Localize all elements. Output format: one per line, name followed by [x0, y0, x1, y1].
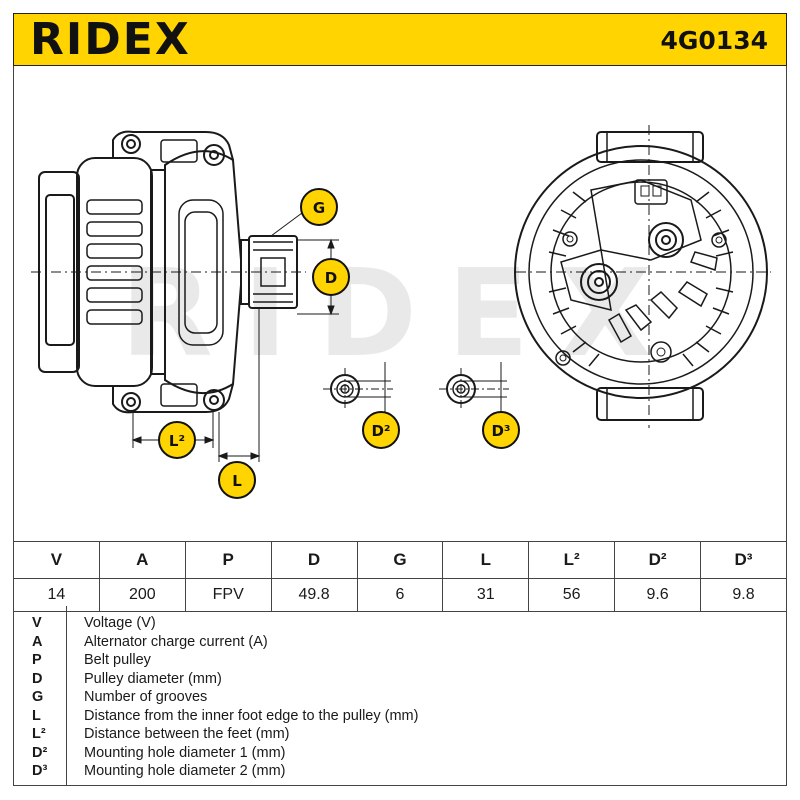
- legend-text: Distance from the inner foot edge to the…: [84, 707, 419, 724]
- legend-code: D³: [32, 763, 48, 779]
- legend-text: Alternator charge current (A): [84, 633, 268, 650]
- spec-header-g: G: [356, 541, 444, 579]
- foot-to-pulley-dimension: [217, 308, 261, 462]
- callout-l-label: L: [232, 472, 242, 490]
- brand-header: RIDEX 4G0134: [13, 13, 787, 66]
- legend: V Voltage (V) A Alternator charge curren…: [13, 606, 787, 786]
- spec-header-d2: D²: [614, 541, 701, 579]
- callout-d3: D³: [482, 411, 520, 449]
- mounting-hole-2-detail: [439, 362, 509, 429]
- callout-d2-label: D²: [371, 422, 390, 440]
- callout-l: L: [218, 461, 256, 499]
- callout-l2-label: L²: [169, 432, 185, 450]
- spec-value-l2: 56: [528, 578, 616, 612]
- alternator-drawing: RIDEX: [31, 125, 771, 499]
- legend-code: L²: [32, 726, 46, 742]
- legend-text: Pulley diameter (mm): [84, 670, 222, 687]
- legend-text: Number of grooves: [84, 689, 208, 705]
- brand-logo: RIDEX: [30, 14, 191, 65]
- callout-g-label: G: [313, 199, 325, 217]
- legend-code: V: [32, 615, 42, 631]
- legend-divider: [66, 606, 67, 785]
- legend-text: Belt pulley: [84, 652, 151, 668]
- spec-value-g: 6: [356, 578, 444, 612]
- spec-value-row: 14 200 FPV 49.8 6 31 56 9.6 9.8: [13, 578, 787, 612]
- callout-d3-label: D³: [491, 422, 510, 440]
- callout-d-label: D: [325, 269, 337, 287]
- part-number: 4G0134: [660, 26, 769, 55]
- legend-text: Mounting hole diameter 2 (mm): [84, 763, 286, 779]
- spec-header-l2: L²: [528, 541, 616, 579]
- callout-d: D: [312, 258, 350, 296]
- legend-code: L: [32, 707, 41, 724]
- mounting-hole-1-detail: [323, 362, 393, 429]
- alternator-rear-view: [514, 131, 768, 421]
- legend-code: G: [32, 689, 44, 705]
- spec-header-p: P: [184, 541, 272, 579]
- grooves-leader-line: [270, 209, 307, 237]
- legend-code: P: [32, 652, 42, 668]
- callout-l2: L²: [158, 421, 196, 459]
- callout-g: G: [300, 188, 338, 226]
- spec-value-a: 200: [98, 578, 186, 612]
- legend-text: Voltage (V): [84, 615, 156, 631]
- legend-code: D: [32, 670, 43, 687]
- specification-table: V A P D G L L² D² D³ 14 200 FPV 49.8 6 3…: [13, 541, 787, 612]
- spec-value-l: 31: [442, 578, 530, 612]
- callout-d2: D²: [362, 411, 400, 449]
- spec-value-d3: 9.8: [700, 578, 787, 612]
- spec-value-p: FPV: [184, 578, 272, 612]
- spec-value-v: 14: [13, 578, 100, 612]
- legend-text: Distance between the feet (mm): [84, 726, 290, 742]
- spec-header-v: V: [13, 541, 100, 579]
- spec-header-d: D: [270, 541, 358, 579]
- legend-text: Mounting hole diameter 1 (mm): [84, 744, 286, 761]
- spec-header-d3: D³: [700, 541, 787, 579]
- spec-header-row: V A P D G L L² D² D³: [13, 541, 787, 579]
- spec-value-d: 49.8: [270, 578, 358, 612]
- spec-header-l: L: [442, 541, 530, 579]
- spec-value-d2: 9.6: [614, 578, 701, 612]
- legend-code: D²: [32, 744, 48, 761]
- watermark-text: RIDEX: [120, 245, 681, 384]
- legend-code: A: [32, 633, 43, 650]
- spec-header-a: A: [98, 541, 186, 579]
- technical-drawing: RIDEX: [13, 66, 787, 541]
